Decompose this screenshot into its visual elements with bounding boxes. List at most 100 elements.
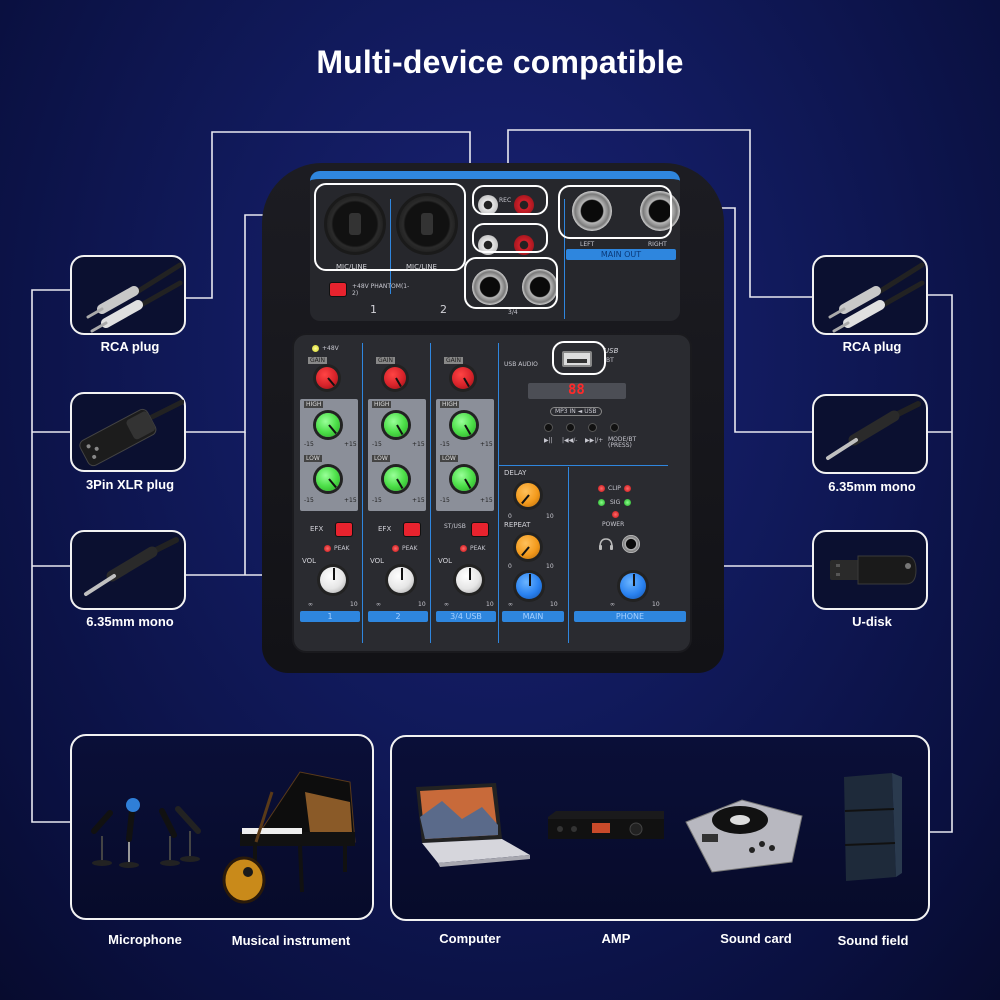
st-usb-button[interactable] xyxy=(472,523,488,536)
channel-label-main: MAIN xyxy=(502,611,564,622)
output-label-amp: AMP xyxy=(601,931,631,946)
highlight-rec-rca xyxy=(472,185,548,215)
eq-min-label: -15 xyxy=(440,497,450,504)
jack-plug-icon xyxy=(826,401,921,460)
display-value: 88 xyxy=(568,382,585,398)
stereo-input-label: 3/4 xyxy=(508,309,518,316)
left-label-0: RCA plug xyxy=(100,339,160,354)
next-button[interactable] xyxy=(588,423,597,432)
output-label-soundcard: Sound card xyxy=(720,931,792,946)
output-label-soundfield: Sound field xyxy=(837,933,909,948)
high-knob-3[interactable] xyxy=(452,413,476,437)
left-card-xlr xyxy=(70,392,186,472)
efx-button-1[interactable] xyxy=(336,523,352,536)
delay-knob[interactable] xyxy=(516,483,540,507)
high-knob-2[interactable] xyxy=(384,413,408,437)
phantom-led xyxy=(312,345,319,352)
clip-label: CLIP xyxy=(608,485,621,492)
right-label-1: 6.35mm mono xyxy=(828,479,916,494)
highlight-xlr xyxy=(314,183,466,271)
eq-min-label: -15 xyxy=(304,497,314,504)
line-right-bus xyxy=(928,294,953,833)
phone-volume-knob[interactable] xyxy=(620,573,646,599)
peak-led-2 xyxy=(392,545,399,552)
jack-input-3[interactable] xyxy=(472,269,508,305)
sig-led-right xyxy=(624,499,631,506)
efx-button-2[interactable] xyxy=(404,523,420,536)
phantom-led-label: +48V xyxy=(322,345,339,352)
peak-led-1 xyxy=(324,545,331,552)
vol-knob-3[interactable] xyxy=(456,567,482,593)
input-label-microphone: Microphone xyxy=(108,932,182,947)
usb-drive-icon xyxy=(830,555,917,585)
usb-port[interactable] xyxy=(562,351,592,367)
peak-label-3: PEAK xyxy=(470,545,486,552)
vol-min-label: ∞ xyxy=(376,601,381,608)
xlr-input-1[interactable] xyxy=(324,193,386,255)
xlr-label-1: MIC/LINE xyxy=(336,263,367,271)
high-knob-1[interactable] xyxy=(316,413,340,437)
vol-knob-1[interactable] xyxy=(320,567,346,593)
rca-plug-icon xyxy=(828,262,925,333)
low-label: LOW xyxy=(440,455,458,462)
rec-rca-right[interactable] xyxy=(514,195,534,215)
clip-led-right xyxy=(624,485,631,492)
play-pause-label: ▶|| xyxy=(544,437,553,444)
st-usb-label: ST/USB xyxy=(444,523,466,530)
sig-led-left xyxy=(598,499,605,506)
play-pause-button[interactable] xyxy=(544,423,553,432)
headphone-jack[interactable] xyxy=(622,535,640,553)
main-out-left[interactable] xyxy=(572,191,612,231)
eq-max-label: +15 xyxy=(480,441,493,448)
jack-plug-icon xyxy=(84,537,179,596)
efx-label-2: EFX xyxy=(378,525,392,533)
phantom-power-button[interactable] xyxy=(330,283,346,296)
high-label: HIGH xyxy=(304,401,324,408)
mixer-back-panel: MIC/LINE MIC/LINE +48V PHANTOM(1-2) 1 2 … xyxy=(310,171,680,321)
xlr-input-2[interactable] xyxy=(396,193,458,255)
line-left-bus xyxy=(31,289,70,823)
eq-min-label: -15 xyxy=(372,497,382,504)
eq-max-label: +15 xyxy=(344,441,357,448)
mode-bt-label: MODE/BT (PRESS) xyxy=(608,436,637,449)
usb-audio-label: USB AUDIO xyxy=(504,361,538,368)
previous-button[interactable] xyxy=(566,423,575,432)
vol-min-label: ∞ xyxy=(610,601,615,608)
page-title: Multi-device compatible xyxy=(316,44,684,80)
left-card-rca xyxy=(70,255,186,335)
eq-min-label: -15 xyxy=(372,441,382,448)
main-out-label: MAIN OUT xyxy=(566,249,676,260)
gain-knob-2[interactable] xyxy=(384,367,406,389)
channel-label-1: 1 xyxy=(300,611,360,622)
main-out-right[interactable] xyxy=(640,191,680,231)
high-label: HIGH xyxy=(372,401,392,408)
low-knob-1[interactable] xyxy=(316,467,340,491)
highlight-rca-in xyxy=(472,223,548,253)
vol-knob-2[interactable] xyxy=(388,567,414,593)
previous-label: |◀◀/- xyxy=(562,437,578,444)
mode-bt-button[interactable] xyxy=(610,423,619,432)
led-display xyxy=(528,383,626,399)
vol-min-label: ∞ xyxy=(308,601,313,608)
input-devices-box xyxy=(70,734,374,920)
peak-led-3 xyxy=(460,545,467,552)
low-knob-2[interactable] xyxy=(384,467,408,491)
gain-knob-1[interactable] xyxy=(316,367,338,389)
right-label-0: RCA plug xyxy=(842,339,902,354)
main-volume-knob[interactable] xyxy=(516,573,542,599)
phantom-label: +48V PHANTOM(1-2) xyxy=(352,283,410,297)
next-label: ▶▶|/+ xyxy=(585,437,604,444)
rca-in-right[interactable] xyxy=(514,235,534,255)
low-knob-3[interactable] xyxy=(452,467,476,491)
repeat-knob[interactable] xyxy=(516,535,540,559)
vol-max-label: 10 xyxy=(418,601,426,608)
right-card-udisk xyxy=(812,530,928,610)
channel-label-3-4: 3/4 USB xyxy=(436,611,496,622)
gain-knob-3[interactable] xyxy=(452,367,474,389)
power-label: POWER xyxy=(602,521,625,528)
clip-led-left xyxy=(598,485,605,492)
main-out-left-label: LEFT xyxy=(580,241,595,248)
highlight-usb-port xyxy=(552,341,606,375)
fx-min-label: 0 xyxy=(508,563,512,570)
xlr-label-2: MIC/LINE xyxy=(406,263,437,271)
